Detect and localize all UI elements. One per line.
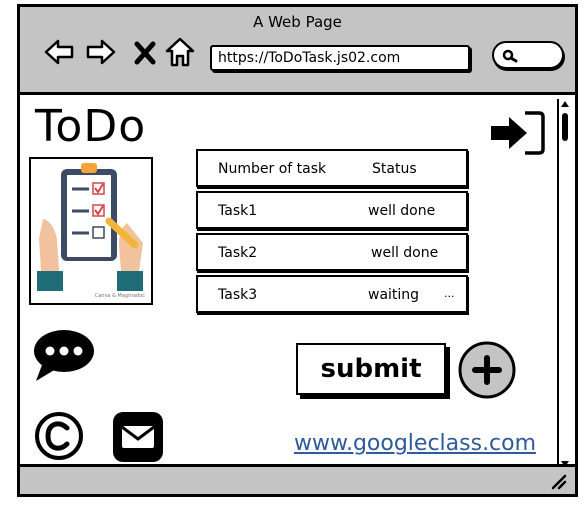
url-input[interactable]: https://ToDoTask.js02.com <box>210 45 470 71</box>
vertical-scrollbar[interactable] <box>557 99 571 469</box>
add-button[interactable] <box>457 341 517 399</box>
footer-link[interactable]: www.googleclass.com <box>294 431 537 456</box>
logout-icon[interactable] <box>489 109 545 157</box>
task-table: Number of task Status Task1 well done Ta… <box>196 149 468 317</box>
task-name: Task1 <box>218 203 258 219</box>
mail-icon[interactable] <box>112 411 164 463</box>
search-icon <box>502 49 518 63</box>
table-row[interactable]: Task1 well done <box>196 191 468 229</box>
resize-grip-icon[interactable] <box>549 472 567 490</box>
back-arrow-icon[interactable] <box>42 35 76 69</box>
hero-illustration: Canva & Magmadoc <box>29 157 153 305</box>
close-icon[interactable] <box>134 35 156 69</box>
home-icon[interactable] <box>164 35 196 69</box>
header-task: Number of task <box>218 161 327 177</box>
chat-bubble-icon[interactable] <box>32 327 96 383</box>
status-bar <box>20 464 575 494</box>
plus-icon <box>458 341 516 399</box>
page-content: ToDo <box>20 95 575 470</box>
browser-toolbar: A Web Page https://ToDoTask.js02.com <box>20 7 575 95</box>
hero-caption: Canva & Magmadoc <box>94 293 145 299</box>
window-title: A Web Page <box>253 13 342 31</box>
clipboard-checklist-image <box>37 163 143 291</box>
search-button[interactable] <box>492 41 564 69</box>
header-status: Status <box>372 161 417 177</box>
task-name: Task2 <box>218 245 258 261</box>
task-status: waiting <box>368 287 420 303</box>
task-status: well done <box>371 245 439 261</box>
browser-window: A Web Page https://ToDoTask.js02.com ToD… <box>17 4 578 497</box>
scroll-thumb[interactable] <box>562 113 568 141</box>
table-row[interactable]: Task3 waiting ... <box>196 275 468 313</box>
scroll-up-icon[interactable] <box>559 99 571 109</box>
table-row[interactable]: Task2 well done <box>196 233 468 271</box>
forward-arrow-icon[interactable] <box>84 35 118 69</box>
submit-button[interactable]: submit <box>296 343 446 395</box>
page-title: ToDo <box>35 101 147 152</box>
table-header-row: Number of task Status <box>196 149 468 187</box>
task-name: Task3 <box>218 287 258 303</box>
copyright-icon <box>34 411 84 461</box>
row-more-button[interactable]: ... <box>444 287 455 300</box>
task-status: well done <box>368 203 436 219</box>
